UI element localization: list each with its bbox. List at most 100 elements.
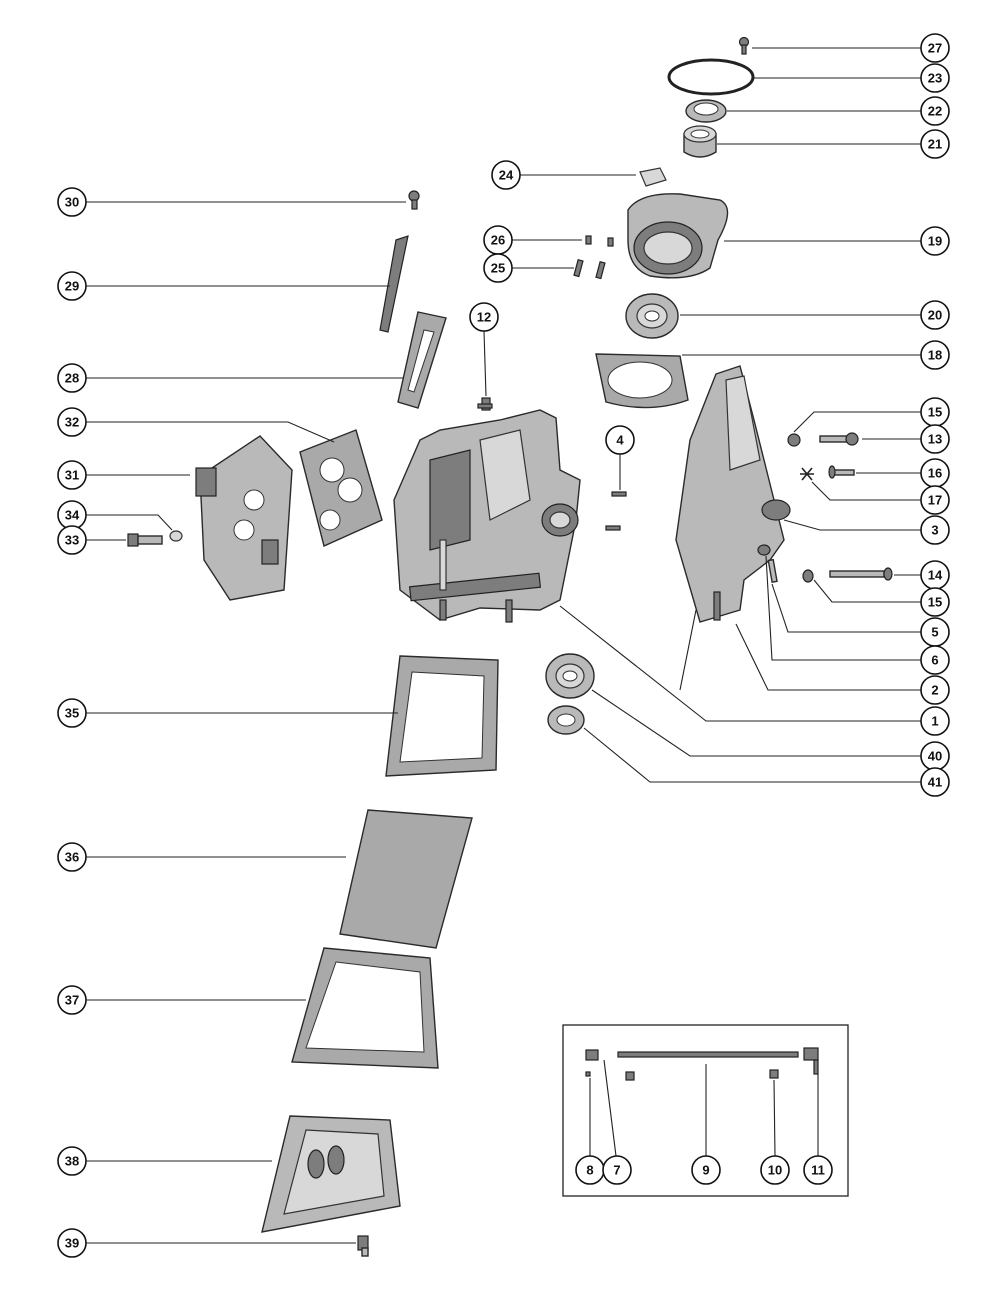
part-38-cover bbox=[261, 1115, 401, 1233]
svg-text:17: 17 bbox=[928, 493, 942, 508]
callout-41: 41 bbox=[920, 767, 950, 797]
part-30-screw bbox=[408, 190, 420, 210]
part-27-screw bbox=[738, 36, 750, 55]
callout-7: 7 bbox=[602, 1155, 632, 1185]
svg-text:15: 15 bbox=[928, 595, 942, 610]
svg-text:41: 41 bbox=[928, 775, 942, 790]
callout-39: 39 bbox=[57, 1228, 87, 1258]
callout-19: 19 bbox=[920, 226, 950, 256]
part-20-ball-bearing bbox=[625, 293, 679, 339]
svg-text:32: 32 bbox=[65, 415, 79, 430]
part-26-screws bbox=[585, 235, 614, 247]
callout-4: 4 bbox=[605, 425, 635, 455]
part-24-plate bbox=[639, 167, 667, 187]
svg-text:12: 12 bbox=[477, 310, 491, 325]
callout-15-upper: 15 bbox=[920, 397, 950, 427]
callout-28: 28 bbox=[57, 363, 87, 393]
part-37-gasket bbox=[291, 947, 439, 1069]
svg-text:14: 14 bbox=[928, 568, 943, 583]
leader-lines bbox=[86, 47, 921, 1244]
part-35-gasket bbox=[385, 655, 499, 777]
svg-text:8: 8 bbox=[586, 1163, 593, 1178]
parts-illustration bbox=[127, 36, 893, 1257]
part-12-fitting bbox=[477, 397, 493, 411]
callout-24: 24 bbox=[491, 160, 521, 190]
svg-text:33: 33 bbox=[65, 533, 79, 548]
callout-3: 3 bbox=[920, 515, 950, 545]
svg-text:18: 18 bbox=[928, 348, 942, 363]
callout-31: 31 bbox=[57, 460, 87, 490]
part-22-seal bbox=[685, 99, 727, 123]
svg-text:16: 16 bbox=[928, 466, 942, 481]
svg-text:31: 31 bbox=[65, 468, 79, 483]
svg-text:10: 10 bbox=[768, 1163, 782, 1178]
callout-16: 16 bbox=[920, 458, 950, 488]
svg-text:23: 23 bbox=[928, 71, 942, 86]
part-1-crankcase bbox=[393, 409, 581, 623]
callout-38: 38 bbox=[57, 1146, 87, 1176]
svg-text:37: 37 bbox=[65, 993, 79, 1008]
part-34-washer bbox=[169, 530, 183, 542]
svg-text:39: 39 bbox=[65, 1236, 79, 1251]
callout-17: 17 bbox=[920, 485, 950, 515]
svg-text:1: 1 bbox=[931, 714, 938, 729]
svg-text:2: 2 bbox=[931, 683, 938, 698]
part-36-divider-plate bbox=[339, 809, 473, 949]
svg-text:28: 28 bbox=[65, 371, 79, 386]
callout-10: 10 bbox=[760, 1155, 790, 1185]
part-3-cylinder-block bbox=[675, 365, 791, 623]
part-33-bolt bbox=[127, 533, 163, 547]
svg-text:3: 3 bbox=[931, 523, 938, 538]
part-23-o-ring bbox=[667, 58, 755, 96]
svg-text:7: 7 bbox=[613, 1163, 620, 1178]
svg-text:36: 36 bbox=[65, 850, 79, 865]
part-39-screw bbox=[357, 1235, 369, 1257]
svg-text:25: 25 bbox=[491, 261, 505, 276]
part-4-dowel-pins bbox=[605, 491, 627, 531]
callout-27: 27 bbox=[920, 33, 950, 63]
part-40-ball-bearing bbox=[545, 653, 595, 699]
part-15-nut-lower bbox=[802, 569, 814, 583]
svg-text:40: 40 bbox=[928, 749, 942, 764]
svg-text:11: 11 bbox=[811, 1163, 825, 1178]
callout-9: 9 bbox=[691, 1155, 721, 1185]
callout-13: 13 bbox=[920, 424, 950, 454]
part-31-reed-block bbox=[195, 435, 293, 601]
callout-1: 1 bbox=[920, 706, 950, 736]
svg-text:35: 35 bbox=[65, 706, 79, 721]
svg-text:9: 9 bbox=[702, 1163, 709, 1178]
callout-12: 12 bbox=[469, 302, 499, 332]
callout-40: 40 bbox=[920, 741, 950, 771]
svg-text:6: 6 bbox=[931, 653, 938, 668]
part-28-gasket bbox=[397, 311, 447, 409]
inset-frame bbox=[562, 1024, 849, 1197]
svg-text:5: 5 bbox=[931, 625, 938, 640]
part-18-gasket bbox=[595, 353, 689, 409]
part-17-lockwasher bbox=[800, 467, 814, 481]
svg-text:19: 19 bbox=[928, 234, 942, 249]
callout-34: 34 bbox=[57, 500, 87, 530]
callout-32: 32 bbox=[57, 407, 87, 437]
svg-text:13: 13 bbox=[928, 432, 942, 447]
callout-20: 20 bbox=[920, 300, 950, 330]
svg-text:34: 34 bbox=[65, 508, 80, 523]
callout-26: 26 bbox=[483, 225, 513, 255]
part-13-screw bbox=[819, 432, 859, 446]
svg-text:29: 29 bbox=[65, 279, 79, 294]
callout-25: 25 bbox=[483, 253, 513, 283]
part-41-oil-seal bbox=[547, 705, 585, 735]
callout-37: 37 bbox=[57, 985, 87, 1015]
callout-30: 30 bbox=[57, 187, 87, 217]
callout-5: 5 bbox=[920, 617, 950, 647]
part-15-nut-upper bbox=[787, 433, 801, 447]
svg-text:20: 20 bbox=[928, 308, 942, 323]
part-19-bearing-housing bbox=[627, 193, 729, 279]
svg-text:27: 27 bbox=[928, 41, 942, 56]
callout-21: 21 bbox=[920, 129, 950, 159]
svg-text:26: 26 bbox=[491, 233, 505, 248]
part-29-reed-stop bbox=[379, 235, 409, 333]
callout-15-lower: 15 bbox=[920, 587, 950, 617]
callout-8: 8 bbox=[575, 1155, 605, 1185]
svg-text:22: 22 bbox=[928, 104, 942, 119]
